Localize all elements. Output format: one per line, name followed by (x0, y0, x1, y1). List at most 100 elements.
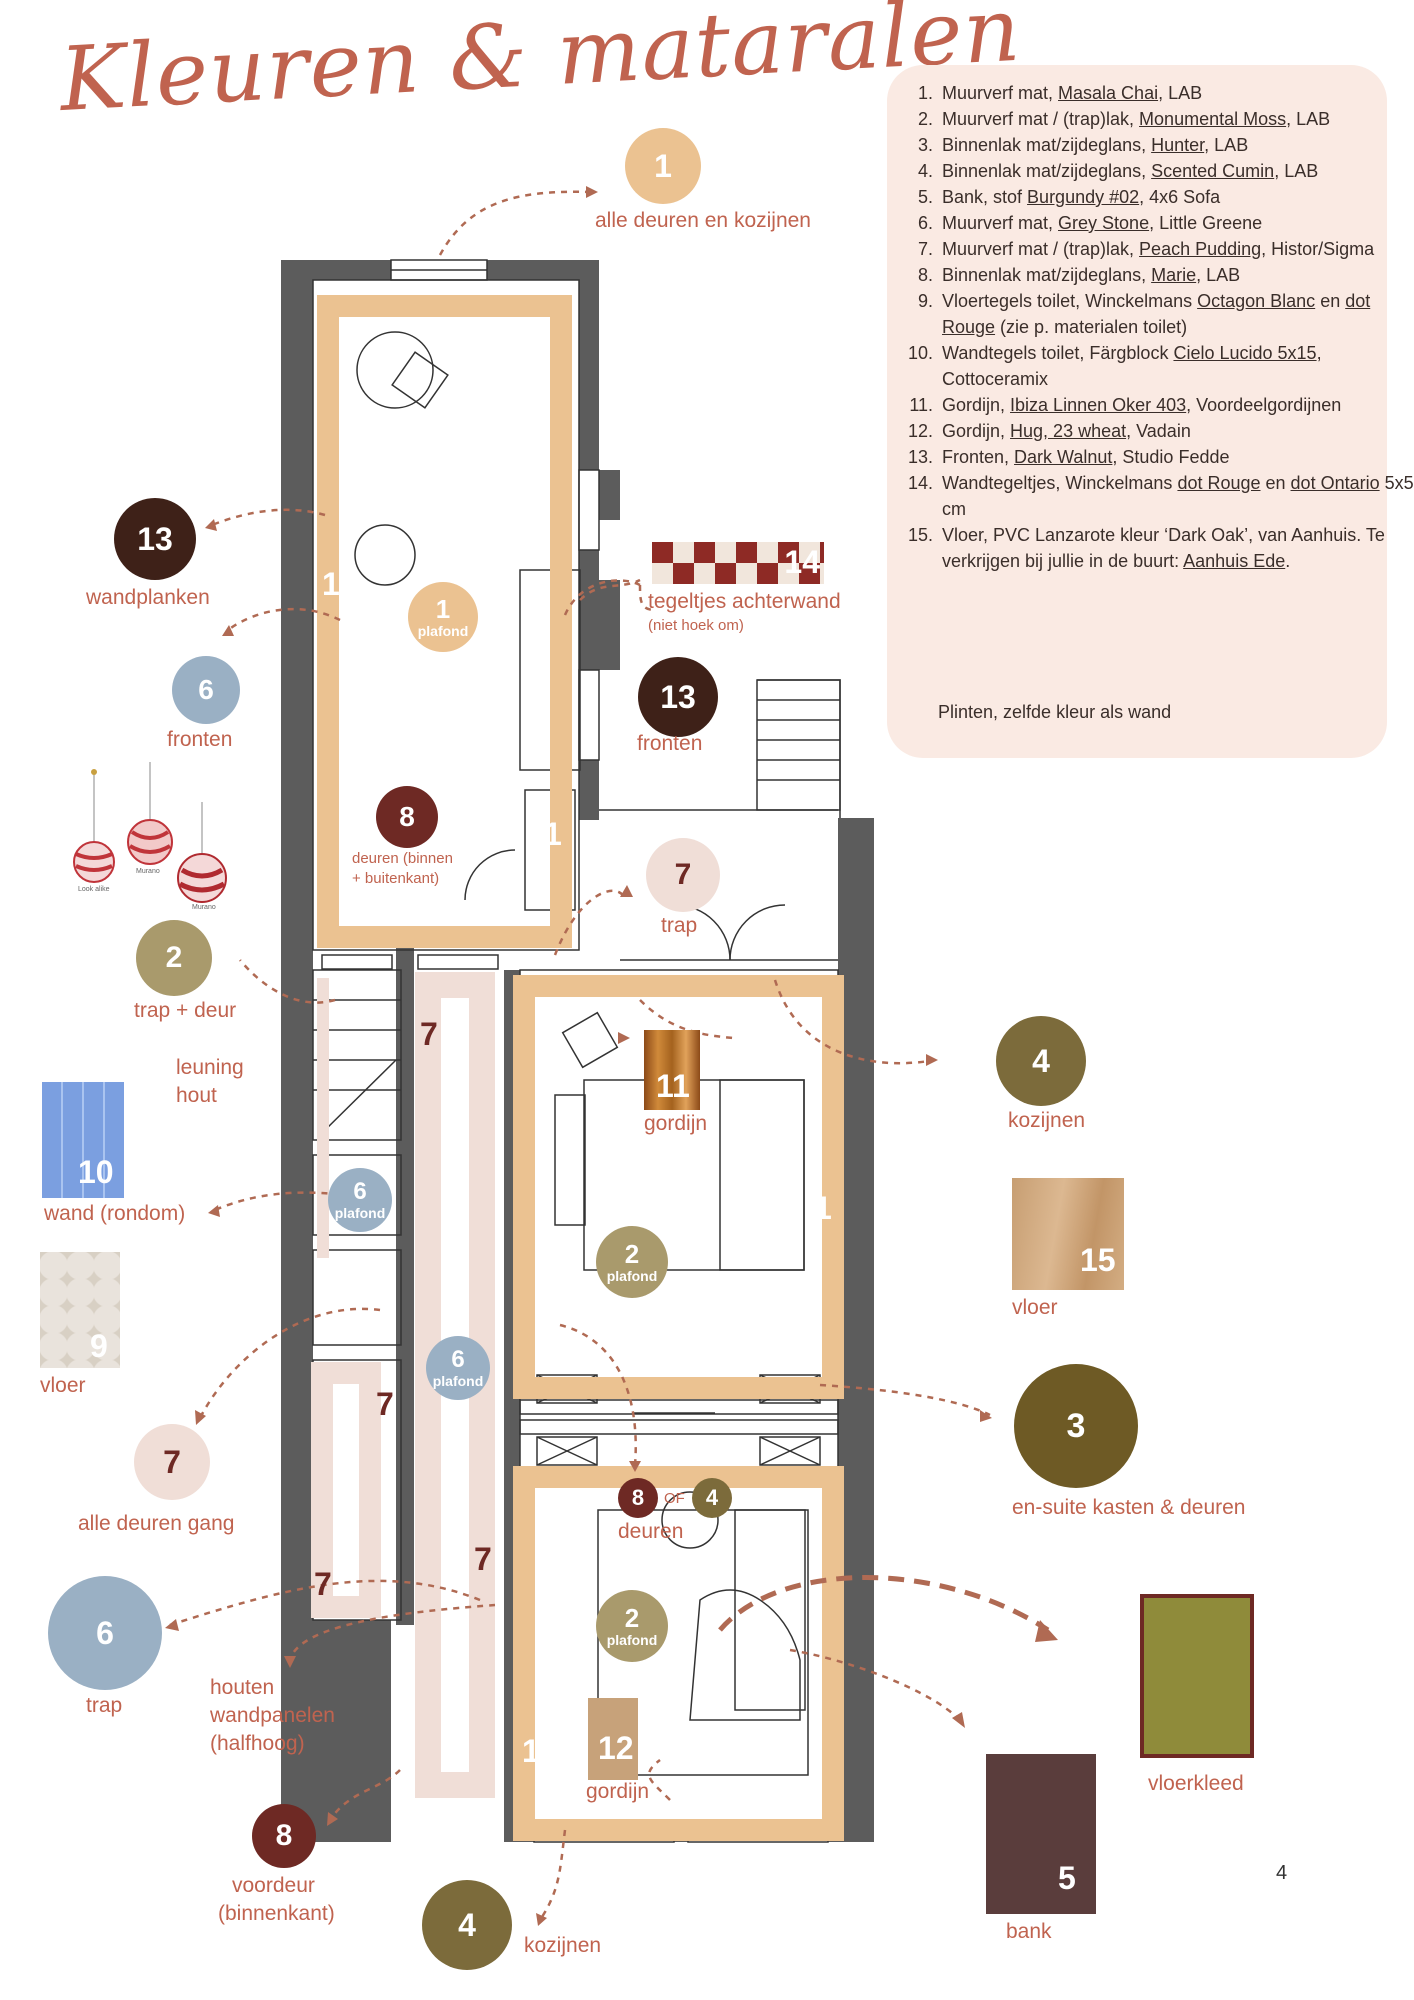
marker-13-left-label: wandplanken (86, 586, 210, 609)
swatch-11-label: gordijn (644, 1112, 708, 1135)
legend-list: Muurverf mat, Masala Chai, LABMuurverf m… (902, 80, 1414, 574)
marker-6-fronten-label: fronten (167, 728, 233, 751)
legend-item: Gordijn, Hug, 23 wheat, Vadain (938, 418, 1414, 444)
swatch-9-label: vloer (40, 1374, 86, 1397)
band-label-1d: 1 (522, 1733, 540, 1769)
legend-text: Gordijn, (942, 395, 1011, 415)
marker-8-voordeur-label1: voordeur (232, 1874, 315, 1897)
legend-link[interactable]: Hunter (1151, 135, 1205, 155)
band-label-7d: 7 (474, 1541, 492, 1577)
legend-link[interactable]: Octagon Blanc (1197, 291, 1316, 311)
band-label-7a: 7 (420, 1016, 438, 1052)
legend-link[interactable]: Grey Stone (1058, 213, 1150, 233)
marker-3-label: en-suite kasten & deuren (1012, 1496, 1246, 1519)
legend-link[interactable]: Cielo Lucido 5x15 (1173, 343, 1317, 363)
legend-text: Fronten, (942, 447, 1015, 467)
legend-text: Wandtegeltjes, Winckelmans (942, 473, 1178, 493)
marker-4-bottom: 4 (422, 1880, 512, 1970)
legend-link[interactable]: Masala Chai (1058, 83, 1159, 103)
swatch-12-label: gordijn (586, 1780, 650, 1803)
legend-link[interactable]: Marie (1151, 265, 1197, 285)
legend-item: Vloertegels toilet, Winckelmans Octagon … (938, 288, 1414, 340)
marker-4-kozijnen: 4 (996, 1016, 1086, 1106)
legend-link[interactable]: Peach Pudding (1139, 239, 1262, 259)
marker-1-top-label: alle deuren en kozijnen (595, 209, 811, 232)
legend-text: , Little Greene (1149, 213, 1263, 233)
legend-item: Muurverf mat, Grey Stone, Little Greene (938, 210, 1414, 236)
panel-label-3: (halfhoog) (210, 1732, 305, 1755)
legend-text: Bank, stof (942, 187, 1028, 207)
legend-link[interactable]: Ibiza Linnen Oker 403 (1010, 395, 1187, 415)
legend-note: Plinten, zelfde kleur als wand (938, 702, 1172, 722)
leuning-label-1: leuning (176, 1056, 244, 1079)
legend-text: . (1285, 551, 1291, 571)
legend-link[interactable]: dot Rouge (1177, 473, 1261, 493)
legend-item: Binnenlak mat/zijdeglans, Hunter, LAB (938, 132, 1414, 158)
legend-text: , LAB (1274, 161, 1319, 181)
swatch-15-floor: 15 (1012, 1178, 1124, 1290)
pendant-lamps: Look alike Murano Murano (68, 762, 238, 912)
panel-label-1: houten (210, 1676, 275, 1699)
swatch-14-sub: (niet hoek om) (648, 617, 744, 634)
swatch-14-tiles: 14 (652, 542, 824, 584)
marker-6-trap: 6 (48, 1576, 162, 1690)
band-label-1b: 1 (544, 816, 562, 852)
marker-6-fronten: 6 (172, 656, 240, 724)
arrow-heads (165, 186, 1058, 1926)
legend-text: , Voordeelgordijnen (1186, 395, 1342, 415)
legend-link[interactable]: Burgundy #02 (1027, 187, 1140, 207)
swatch-10-label: wand (rondom) (44, 1202, 186, 1225)
marker-1-top: 1 (625, 128, 701, 204)
marker-of-text: OF (664, 1490, 685, 1507)
legend-link[interactable]: Monumental Moss (1139, 109, 1287, 129)
band-label-7c: 7 (314, 1566, 332, 1602)
marker-7-gang-label: alle deuren gang (78, 1512, 235, 1535)
swatch-11-curtain: 11 (644, 1030, 700, 1110)
legend-item: Vloer, PVC Lanzarote kleur ‘Dark Oak’, v… (938, 522, 1414, 574)
swatch-14-label: tegeltjes achterwand (648, 590, 841, 613)
legend-text: Vloertegels toilet, Winckelmans (942, 291, 1198, 311)
legend-link[interactable]: Hug, 23 wheat (1010, 421, 1127, 441)
marker-13-left: 13 (114, 498, 196, 580)
legend-text: , LAB (1158, 83, 1203, 103)
legend-text: , 4x6 Sofa (1139, 187, 1221, 207)
legend-text: Muurverf mat, (942, 213, 1059, 233)
marker-2-trap-label: trap + deur (134, 999, 237, 1022)
marker-4-option: 4 (692, 1478, 732, 1518)
color-bands (311, 295, 844, 1841)
legend-text: , LAB (1196, 265, 1241, 285)
legend-link[interactable]: Dark Walnut (1014, 447, 1113, 467)
marker-7-gang: 7 (134, 1424, 210, 1500)
legend-text: , LAB (1204, 135, 1249, 155)
legend-link[interactable]: Aanhuis Ede (1183, 551, 1286, 571)
leuning-label-2: hout (176, 1084, 217, 1107)
swatch-5-label: bank (1006, 1920, 1052, 1943)
legend-item: Wandtegels toilet, Färgblock Cielo Lucid… (938, 340, 1414, 392)
rug-swatch (1140, 1594, 1254, 1758)
marker-8-deuren-label2: + buitenkant) (352, 870, 440, 887)
legend-text: Binnenlak mat/zijdeglans, (942, 265, 1152, 285)
legend-text: Muurverf mat, (942, 83, 1059, 103)
legend-text: 5x5 cm (942, 473, 1414, 519)
legend-item: Binnenlak mat/zijdeglans, Marie, LAB (938, 262, 1414, 288)
marker-4-bottom-label: kozijnen (524, 1934, 602, 1957)
marker-13-fronten: 13 (638, 657, 718, 737)
legend-link[interactable]: dot Ontario (1290, 473, 1380, 493)
legend-text: , Cottoceramix (942, 343, 1322, 389)
legend-link[interactable]: Scented Cumin (1151, 161, 1275, 181)
legend-text: Binnenlak mat/zijdeglans, (942, 135, 1152, 155)
marker-13-fronten-label: fronten (637, 732, 703, 755)
legend-link[interactable]: dot Rouge (942, 291, 1371, 337)
ornament-caption-1: Look alike (78, 886, 110, 893)
swatch-15-label: vloer (1012, 1296, 1058, 1319)
legend-item: Binnenlak mat/zijdeglans, Scented Cumin,… (938, 158, 1414, 184)
ornament-caption-3: Murano (192, 904, 216, 911)
legend-item: Fronten, Dark Walnut, Studio Fedde (938, 444, 1414, 470)
panel-label-2: wandpanelen (210, 1704, 335, 1727)
band-label-7b: 7 (376, 1386, 394, 1422)
legend-text: en (1260, 473, 1291, 493)
marker-deuren-label: deuren (618, 1520, 684, 1543)
